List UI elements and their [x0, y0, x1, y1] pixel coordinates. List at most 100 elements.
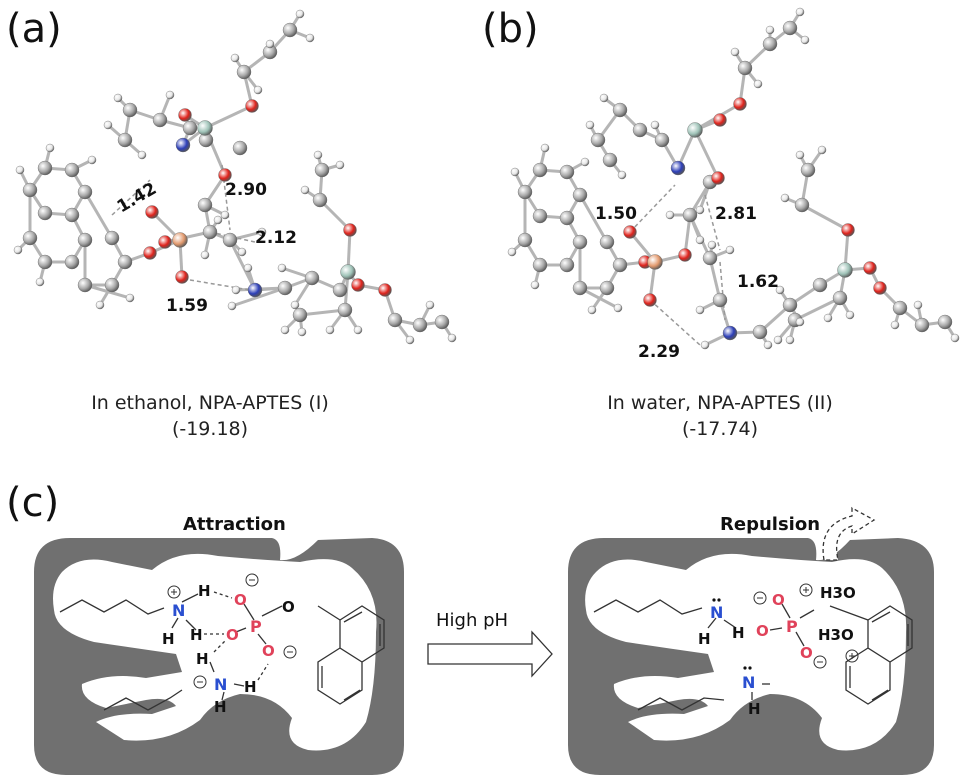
panel-b-atom-35 — [712, 292, 728, 308]
panel-a-hbond-0 — [111, 179, 151, 216]
panel-a-atom-7 — [64, 254, 80, 270]
panel-b-atom-2 — [559, 164, 575, 180]
panel-a-atom-29 — [122, 102, 138, 118]
panel-a-atom-75 — [300, 185, 310, 195]
left-atom-o3: O — [262, 642, 275, 660]
panel-b-atom-5 — [532, 208, 548, 224]
panel-a-atom-42 — [312, 192, 328, 208]
panel-a-atom-43 — [314, 162, 330, 178]
panel-b-atom-24 — [632, 122, 648, 138]
panel-a-atom-37 — [277, 280, 293, 296]
panel-b-hbond-1 — [704, 194, 721, 251]
left-atom-h1: H — [198, 582, 211, 600]
panel-a-atom-18 — [175, 270, 189, 284]
left-h-bond-3 — [213, 639, 227, 653]
panel-a-atom-66 — [243, 263, 253, 273]
panel-b-atom-67 — [700, 340, 710, 350]
panel-b-atom-70 — [795, 317, 805, 327]
panel-a-atom-54 — [13, 245, 23, 255]
panel-a-atom-47 — [412, 317, 428, 333]
panel-a-atom-62 — [253, 85, 263, 95]
panel-a-atom-14 — [143, 246, 157, 260]
panel-a-atom-82 — [325, 325, 335, 335]
right-naphthalene — [845, 605, 913, 705]
right-h3o-2: H3O — [818, 626, 854, 644]
left-charge-plus-n1 — [167, 585, 181, 599]
panel-a-atom-69 — [277, 263, 287, 273]
right-atom-n1: N — [710, 603, 723, 622]
panel-a-atom-12 — [104, 277, 120, 293]
panel-b-atom-66 — [695, 305, 705, 315]
panel-b-atom-71 — [599, 93, 609, 103]
panel-b-atom-54 — [507, 247, 517, 257]
panel-b-bond-11 — [578, 194, 609, 243]
panel-b-bond-24 — [693, 129, 720, 179]
panel-a-caption-line2: (-19.18) — [171, 418, 249, 440]
panel-b-atom-82 — [823, 313, 833, 323]
panel-a-atom-57 — [125, 293, 135, 303]
panel-b-atom-59 — [795, 7, 805, 17]
panel-a-atom-55 — [35, 277, 45, 287]
right-charge-minus-o3 — [813, 655, 827, 669]
panel-a-atom-52 — [45, 143, 55, 153]
panel-a-atom-67 — [231, 285, 241, 295]
left-atom-o1: O — [234, 591, 247, 609]
panel-a-atom-11 — [117, 254, 133, 270]
panel-b-atom-28 — [590, 132, 606, 148]
panel-a-atom-78 — [405, 335, 415, 345]
panel-b-atom-37 — [752, 324, 768, 340]
right-p-o-bond-left — [769, 627, 783, 631]
panel-b-atom-53 — [580, 157, 590, 167]
panel-b-atom-17 — [678, 248, 692, 262]
panel-b-atom-27 — [612, 102, 628, 118]
panel-b-atom-12 — [599, 280, 615, 296]
panel-a-atom-38 — [304, 270, 320, 286]
panel-b-atom-64 — [707, 240, 717, 250]
left-p-o-bond-left — [235, 627, 247, 633]
distance-label-b1: 1.50 — [595, 204, 637, 224]
panel-b-atom-55 — [530, 280, 540, 290]
right-n1-h-bond — [707, 617, 717, 629]
left-atom-h6: H — [214, 698, 227, 716]
panel-a-atom-76 — [335, 160, 345, 170]
panel-a-letter: (a) — [6, 6, 62, 52]
panel-a-bond-50 — [299, 308, 346, 317]
left-n1-h-bond — [181, 593, 199, 603]
panel-b-atom-25 — [687, 122, 703, 138]
panel-c-letter: (c) — [6, 480, 60, 526]
left-atom-o4: O — [282, 598, 295, 616]
left-naphthalene — [317, 605, 385, 705]
distance-label-b3: 1.62 — [737, 272, 779, 292]
panel-b-atom-60 — [800, 35, 810, 45]
panel-a-atom-61 — [230, 53, 240, 63]
panel-b-atom-22 — [670, 160, 686, 176]
panel-b-atom-72 — [585, 120, 595, 130]
panel-b-atom-31 — [737, 60, 753, 76]
panel-a-atom-20 — [197, 197, 213, 213]
panel-b-atom-61 — [730, 47, 740, 57]
panel-a-atom-15 — [172, 232, 188, 248]
panel-b-atom-26 — [713, 113, 727, 127]
panel-a-atom-44 — [351, 278, 365, 292]
left-n2-h-bond-up — [209, 661, 215, 673]
panel-b-atom-73 — [617, 170, 627, 180]
panel-a-molecule — [13, 9, 457, 345]
panel-b-atom-9 — [517, 232, 533, 248]
panel-a-atom-48 — [434, 314, 450, 330]
panel-a-atom-36 — [247, 282, 263, 298]
right-alkyl-chain-bottom — [637, 697, 725, 711]
panel-b-caption-line1: In water, NPA-APTES (II) — [607, 392, 833, 414]
panel-b-atom-32 — [762, 36, 778, 52]
panel-b-atom-63 — [695, 235, 705, 245]
right-atom-h3: H — [748, 700, 761, 718]
panel-a-atom-73 — [137, 150, 147, 160]
panel-b-atom-0 — [517, 184, 533, 200]
right-atom-h1: H — [698, 630, 711, 648]
panel-b-atom-29 — [602, 152, 618, 168]
panel-b-atom-56 — [587, 305, 597, 315]
panel-b-hbond-0 — [629, 184, 676, 233]
panel-a-atom-17 — [158, 235, 172, 249]
panel-b-atom-40 — [837, 262, 853, 278]
